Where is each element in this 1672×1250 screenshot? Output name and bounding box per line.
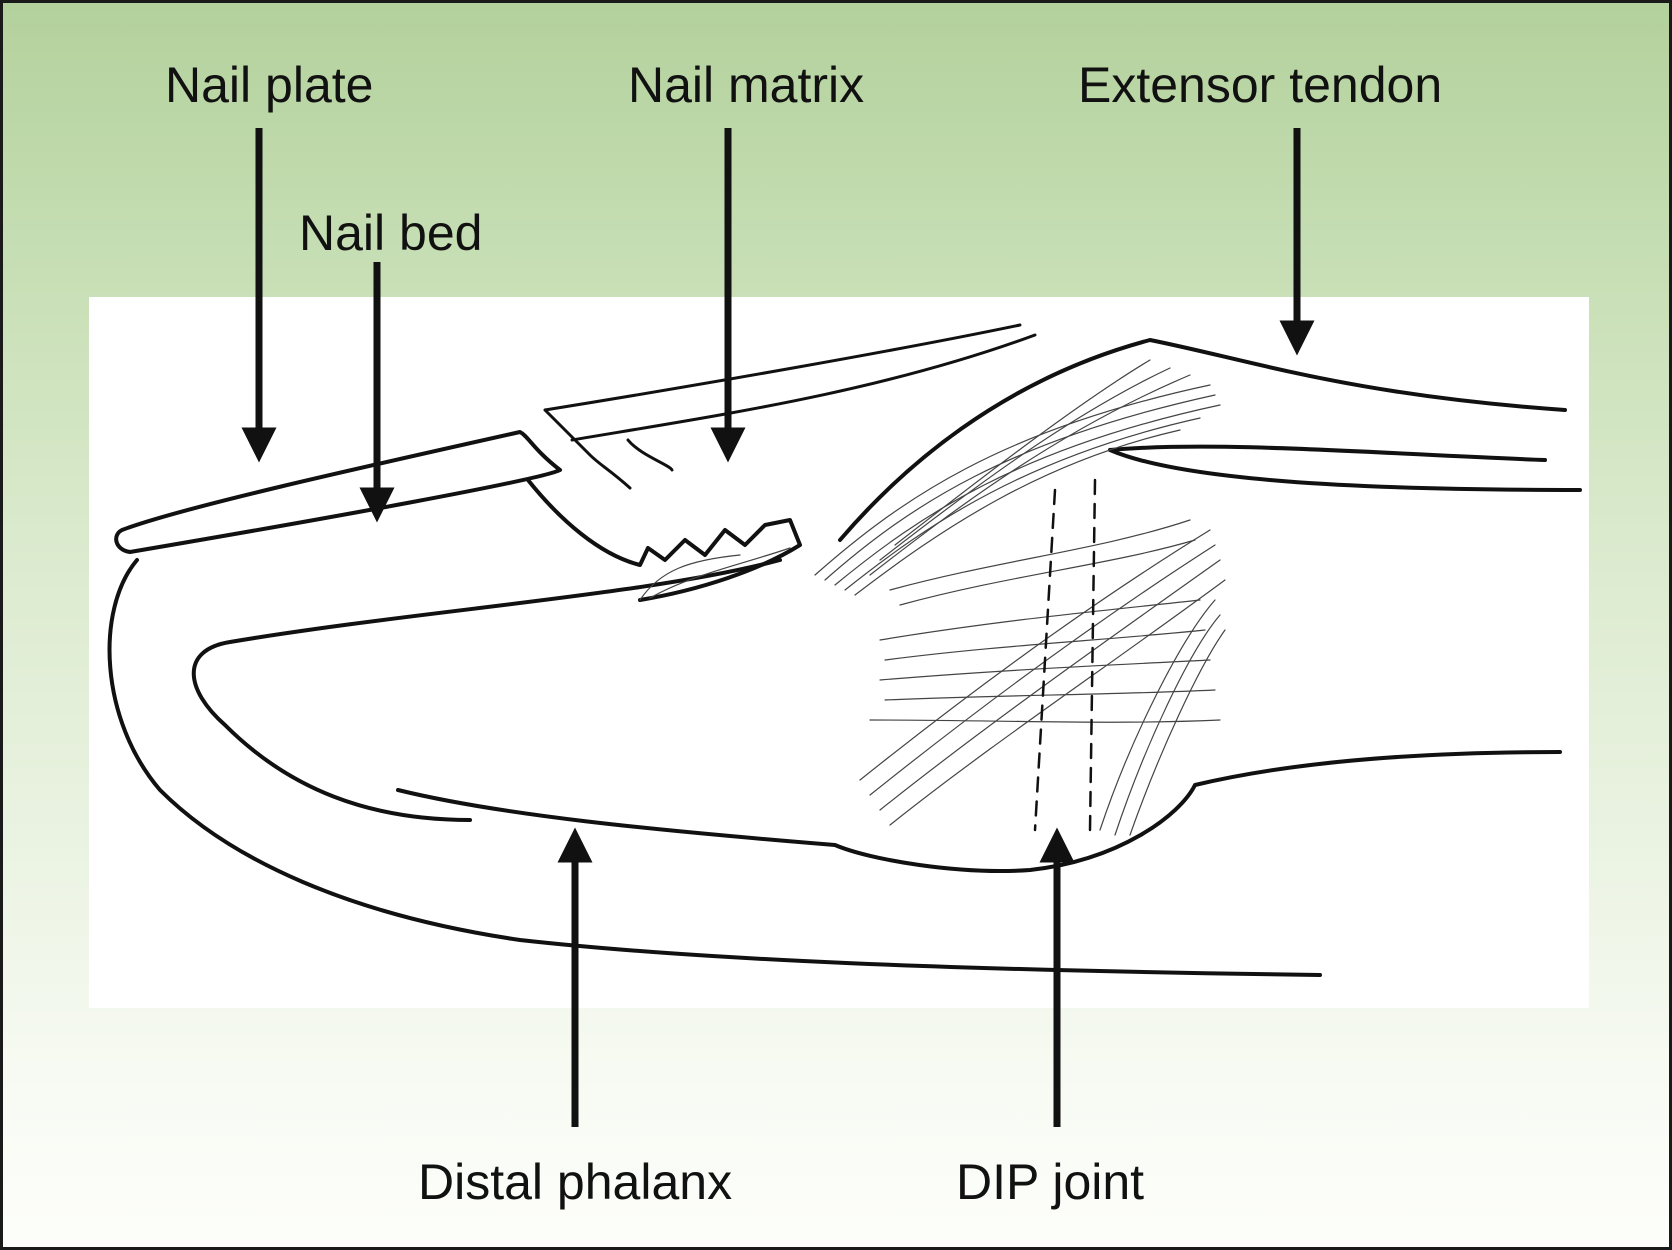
finger-volar-outline (107, 558, 1322, 977)
dip-joint-line-2 (1088, 478, 1097, 832)
label-nail-bed: Nail bed (299, 205, 483, 261)
illustration-panel (89, 297, 1589, 1008)
nail-plate-outline (114, 430, 562, 554)
nail-fold-outline (543, 323, 1037, 490)
label-extensor-tendon: Extensor tendon (1078, 57, 1443, 113)
dip-joint-line-1 (1033, 488, 1057, 832)
nail-matrix-outline (526, 478, 802, 602)
label-dip-joint: DIP joint (956, 1154, 1145, 1210)
label-nail-matrix: Nail matrix (628, 57, 865, 113)
distal-phalanx-outline (191, 558, 1562, 873)
label-distal-phalanx: Distal phalanx (418, 1154, 733, 1210)
label-nail-plate: Nail plate (165, 57, 374, 113)
tendon-fibers (639, 359, 1226, 836)
extensor-tendon-outline (838, 338, 1582, 542)
